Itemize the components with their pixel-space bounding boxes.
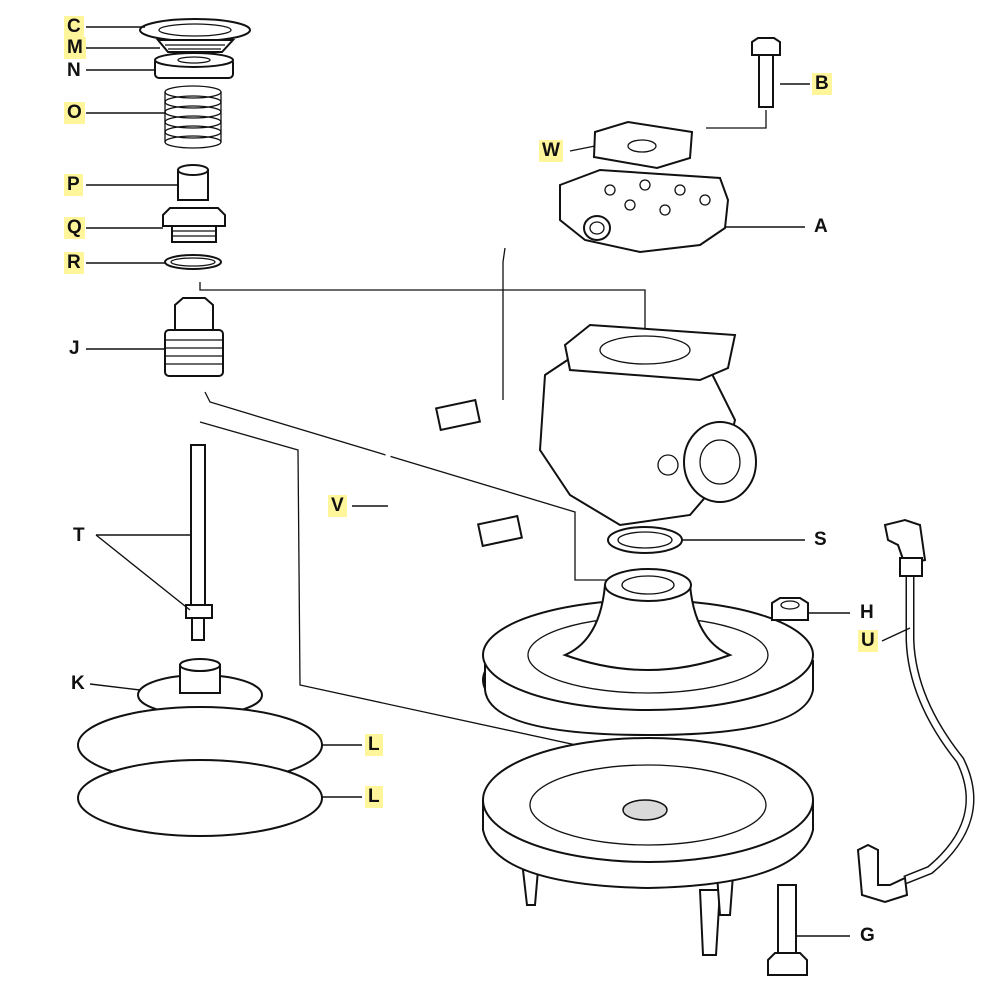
label-j: J bbox=[69, 338, 80, 359]
label-o: O bbox=[64, 102, 85, 124]
lower-base bbox=[482, 737, 814, 956]
label-g: G bbox=[860, 925, 875, 946]
tube-part-v bbox=[385, 398, 524, 563]
label-n: N bbox=[67, 60, 81, 81]
assembly-lines bbox=[199, 110, 767, 770]
label-c: C bbox=[64, 16, 84, 38]
nut-part-q bbox=[162, 207, 226, 243]
label-u: U bbox=[858, 630, 878, 652]
label-k: K bbox=[71, 673, 85, 694]
screen-part-m bbox=[155, 39, 236, 53]
label-r: R bbox=[64, 252, 84, 274]
nut-part-h bbox=[771, 597, 809, 621]
label-p: P bbox=[64, 174, 83, 196]
cap-part-c bbox=[139, 18, 251, 42]
rod-part-t bbox=[185, 444, 213, 641]
label-t: T bbox=[73, 525, 85, 546]
label-l-lower: L bbox=[365, 786, 383, 808]
valve-body bbox=[538, 323, 757, 527]
oring-part-r bbox=[164, 254, 222, 270]
piston-part-p bbox=[177, 164, 209, 201]
gasket-part-w bbox=[592, 120, 694, 170]
label-w: W bbox=[539, 140, 563, 162]
label-s: S bbox=[814, 529, 827, 550]
plate-part-k bbox=[137, 658, 263, 716]
bolt-part-b bbox=[751, 37, 781, 108]
label-h: H bbox=[860, 602, 874, 623]
label-l-upper: L bbox=[365, 734, 383, 756]
pilot-body-part-a bbox=[559, 168, 730, 254]
gasket-part-s bbox=[607, 526, 683, 554]
label-v: V bbox=[328, 495, 347, 517]
ring-part-n bbox=[154, 52, 234, 79]
label-b: B bbox=[812, 73, 832, 95]
label-m: M bbox=[64, 37, 86, 59]
tube-part-u bbox=[856, 518, 975, 904]
bolt-part-g bbox=[767, 884, 808, 976]
upper-bonnet bbox=[482, 568, 814, 737]
leader-lines bbox=[86, 26, 911, 937]
fitting-part-j bbox=[164, 297, 224, 377]
label-a: A bbox=[814, 216, 828, 237]
label-q: Q bbox=[64, 217, 85, 239]
spring-part-o bbox=[164, 85, 222, 149]
diaphragm-part-l-lower bbox=[77, 759, 323, 837]
